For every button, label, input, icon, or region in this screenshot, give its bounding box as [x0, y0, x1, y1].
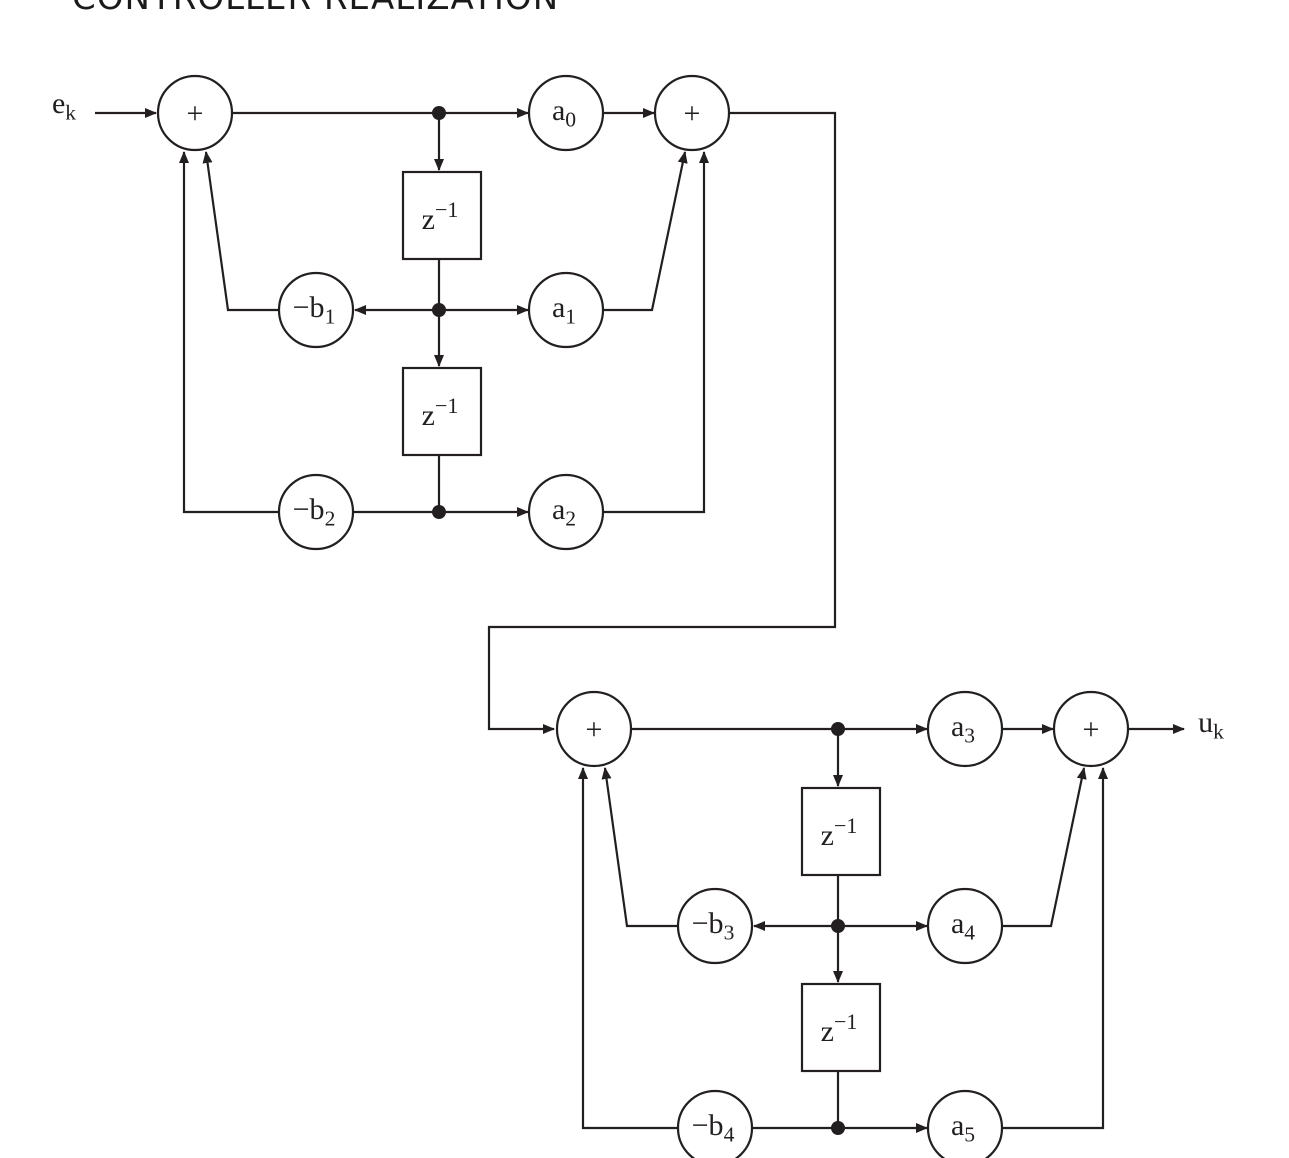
gain-label: −b1	[293, 291, 336, 329]
forward-wire-2	[1002, 767, 1108, 1130]
junction-dot	[831, 919, 845, 933]
gain-label: −b2	[293, 493, 336, 531]
delay-box	[800, 982, 882, 1073]
junction-dot	[432, 505, 446, 519]
junction-dot	[432, 106, 446, 120]
gain-label: a4	[951, 907, 975, 945]
gain-node-feedback-1: −b3	[676, 887, 754, 965]
feedback-wire-1	[601, 767, 678, 928]
gain-node-forward-0: a3	[926, 690, 1004, 768]
upper-biquad-section: + + a0 z−1 −b1 a1 z−1 −b2 a2	[156, 74, 731, 551]
gain-node-feedback-2: −b4	[676, 1089, 754, 1158]
input-label-ek: ek	[52, 87, 76, 125]
junction-dot	[432, 303, 446, 317]
junction-dot	[831, 722, 845, 736]
output-summing-junction: +	[1052, 690, 1130, 768]
forward-wire-1	[603, 151, 688, 312]
gain-label: a5	[951, 1109, 975, 1147]
delay-element-1: z−1	[800, 786, 882, 877]
gain-node-forward-0: a0	[527, 74, 605, 152]
delay-element-2: z−1	[401, 366, 483, 457]
gain-label: a1	[552, 291, 576, 329]
delay-label: z−1	[821, 813, 858, 852]
delay-box	[401, 366, 483, 457]
delay-element-1: z−1	[401, 170, 483, 261]
output-label-uk: uk	[1198, 706, 1224, 744]
gain-node-forward-2: a2	[527, 473, 605, 551]
forward-wire-2	[603, 151, 709, 514]
delay-element-2: z−1	[800, 982, 882, 1073]
feedback-wire-2	[179, 151, 279, 514]
gain-label: −b3	[692, 907, 735, 945]
input-summing-junction: +	[156, 74, 234, 152]
lower-biquad-section: + + a3 z−1 −b3 a4 z−1 −b4 a5	[555, 690, 1130, 1158]
delay-label: z−1	[422, 393, 459, 432]
gain-node-forward-1: a1	[527, 271, 605, 349]
delay-box	[800, 786, 882, 877]
input-summing-junction: +	[555, 690, 633, 768]
delay-label: z−1	[821, 1009, 858, 1048]
section-link-wire	[487, 111, 837, 734]
gain-node-forward-1: a4	[926, 887, 1004, 965]
gain-node-feedback-2: −b2	[277, 473, 355, 551]
gain-label: a3	[951, 710, 975, 748]
feedback-wire-2	[578, 767, 678, 1130]
plus-sign: +	[586, 713, 603, 746]
plus-sign: +	[684, 97, 701, 130]
delay-label: z−1	[422, 197, 459, 236]
junction-dot	[831, 1121, 845, 1135]
forward-wire-1	[1002, 767, 1087, 928]
interconnect: ek uk	[52, 87, 1224, 744]
gain-node-forward-2: a5	[926, 1089, 1004, 1158]
plus-sign: +	[1083, 713, 1100, 746]
feedback-wire-1	[202, 151, 279, 312]
output-summing-junction: +	[653, 74, 731, 152]
plus-sign: +	[187, 97, 204, 130]
delay-box	[401, 170, 483, 261]
gain-label: a0	[552, 94, 576, 132]
diagram-title: CONTROLLER REALIZATION	[72, 0, 559, 18]
gain-node-feedback-1: −b1	[277, 271, 355, 349]
gain-label: a2	[552, 493, 576, 531]
gain-label: −b4	[692, 1109, 735, 1147]
